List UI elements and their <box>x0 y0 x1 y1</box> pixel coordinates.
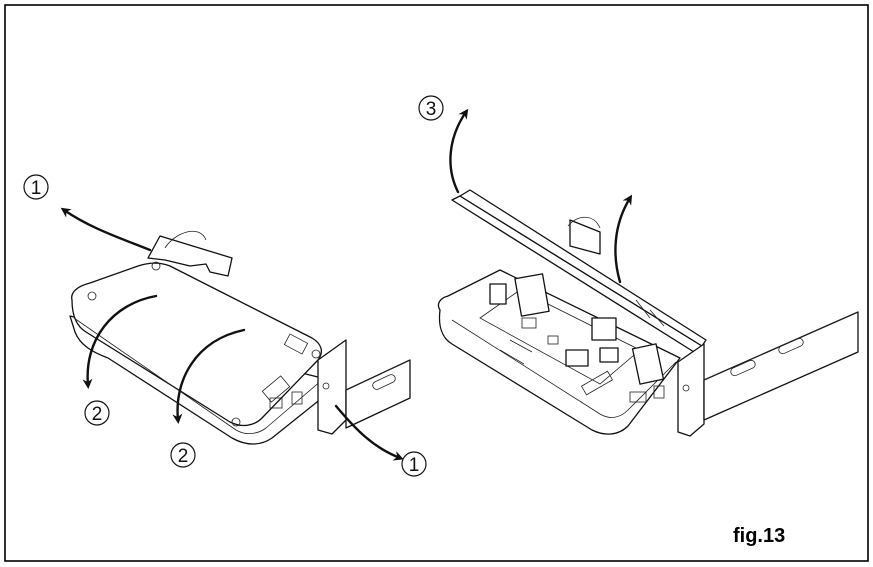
callout-2-lower: 2 <box>170 442 196 468</box>
arrow-open-lid-left <box>449 108 469 194</box>
callout-2-upper-label: 2 <box>92 404 103 425</box>
closed-control-box <box>69 230 411 445</box>
callout-1-right-label: 1 <box>409 455 420 476</box>
arrow-rotate-down-1 <box>82 294 158 389</box>
callout-3: 3 <box>418 95 444 121</box>
arrow-release-front <box>334 404 404 461</box>
callout-1-right: 1 <box>401 451 427 477</box>
callout-3-label: 3 <box>426 99 437 120</box>
figure-label: fig.13 <box>733 525 785 547</box>
figure-frame <box>4 4 869 562</box>
callout-2-upper: 2 <box>84 400 110 426</box>
arrow-release-rear <box>60 207 152 252</box>
open-control-box <box>437 189 859 437</box>
arrow-rotate-down-2 <box>172 328 246 424</box>
callout-1-left: 1 <box>23 174 49 200</box>
callout-2-lower-label: 2 <box>178 446 189 467</box>
arrow-open-lid-right <box>614 194 633 284</box>
callout-1-left-label: 1 <box>31 178 42 199</box>
